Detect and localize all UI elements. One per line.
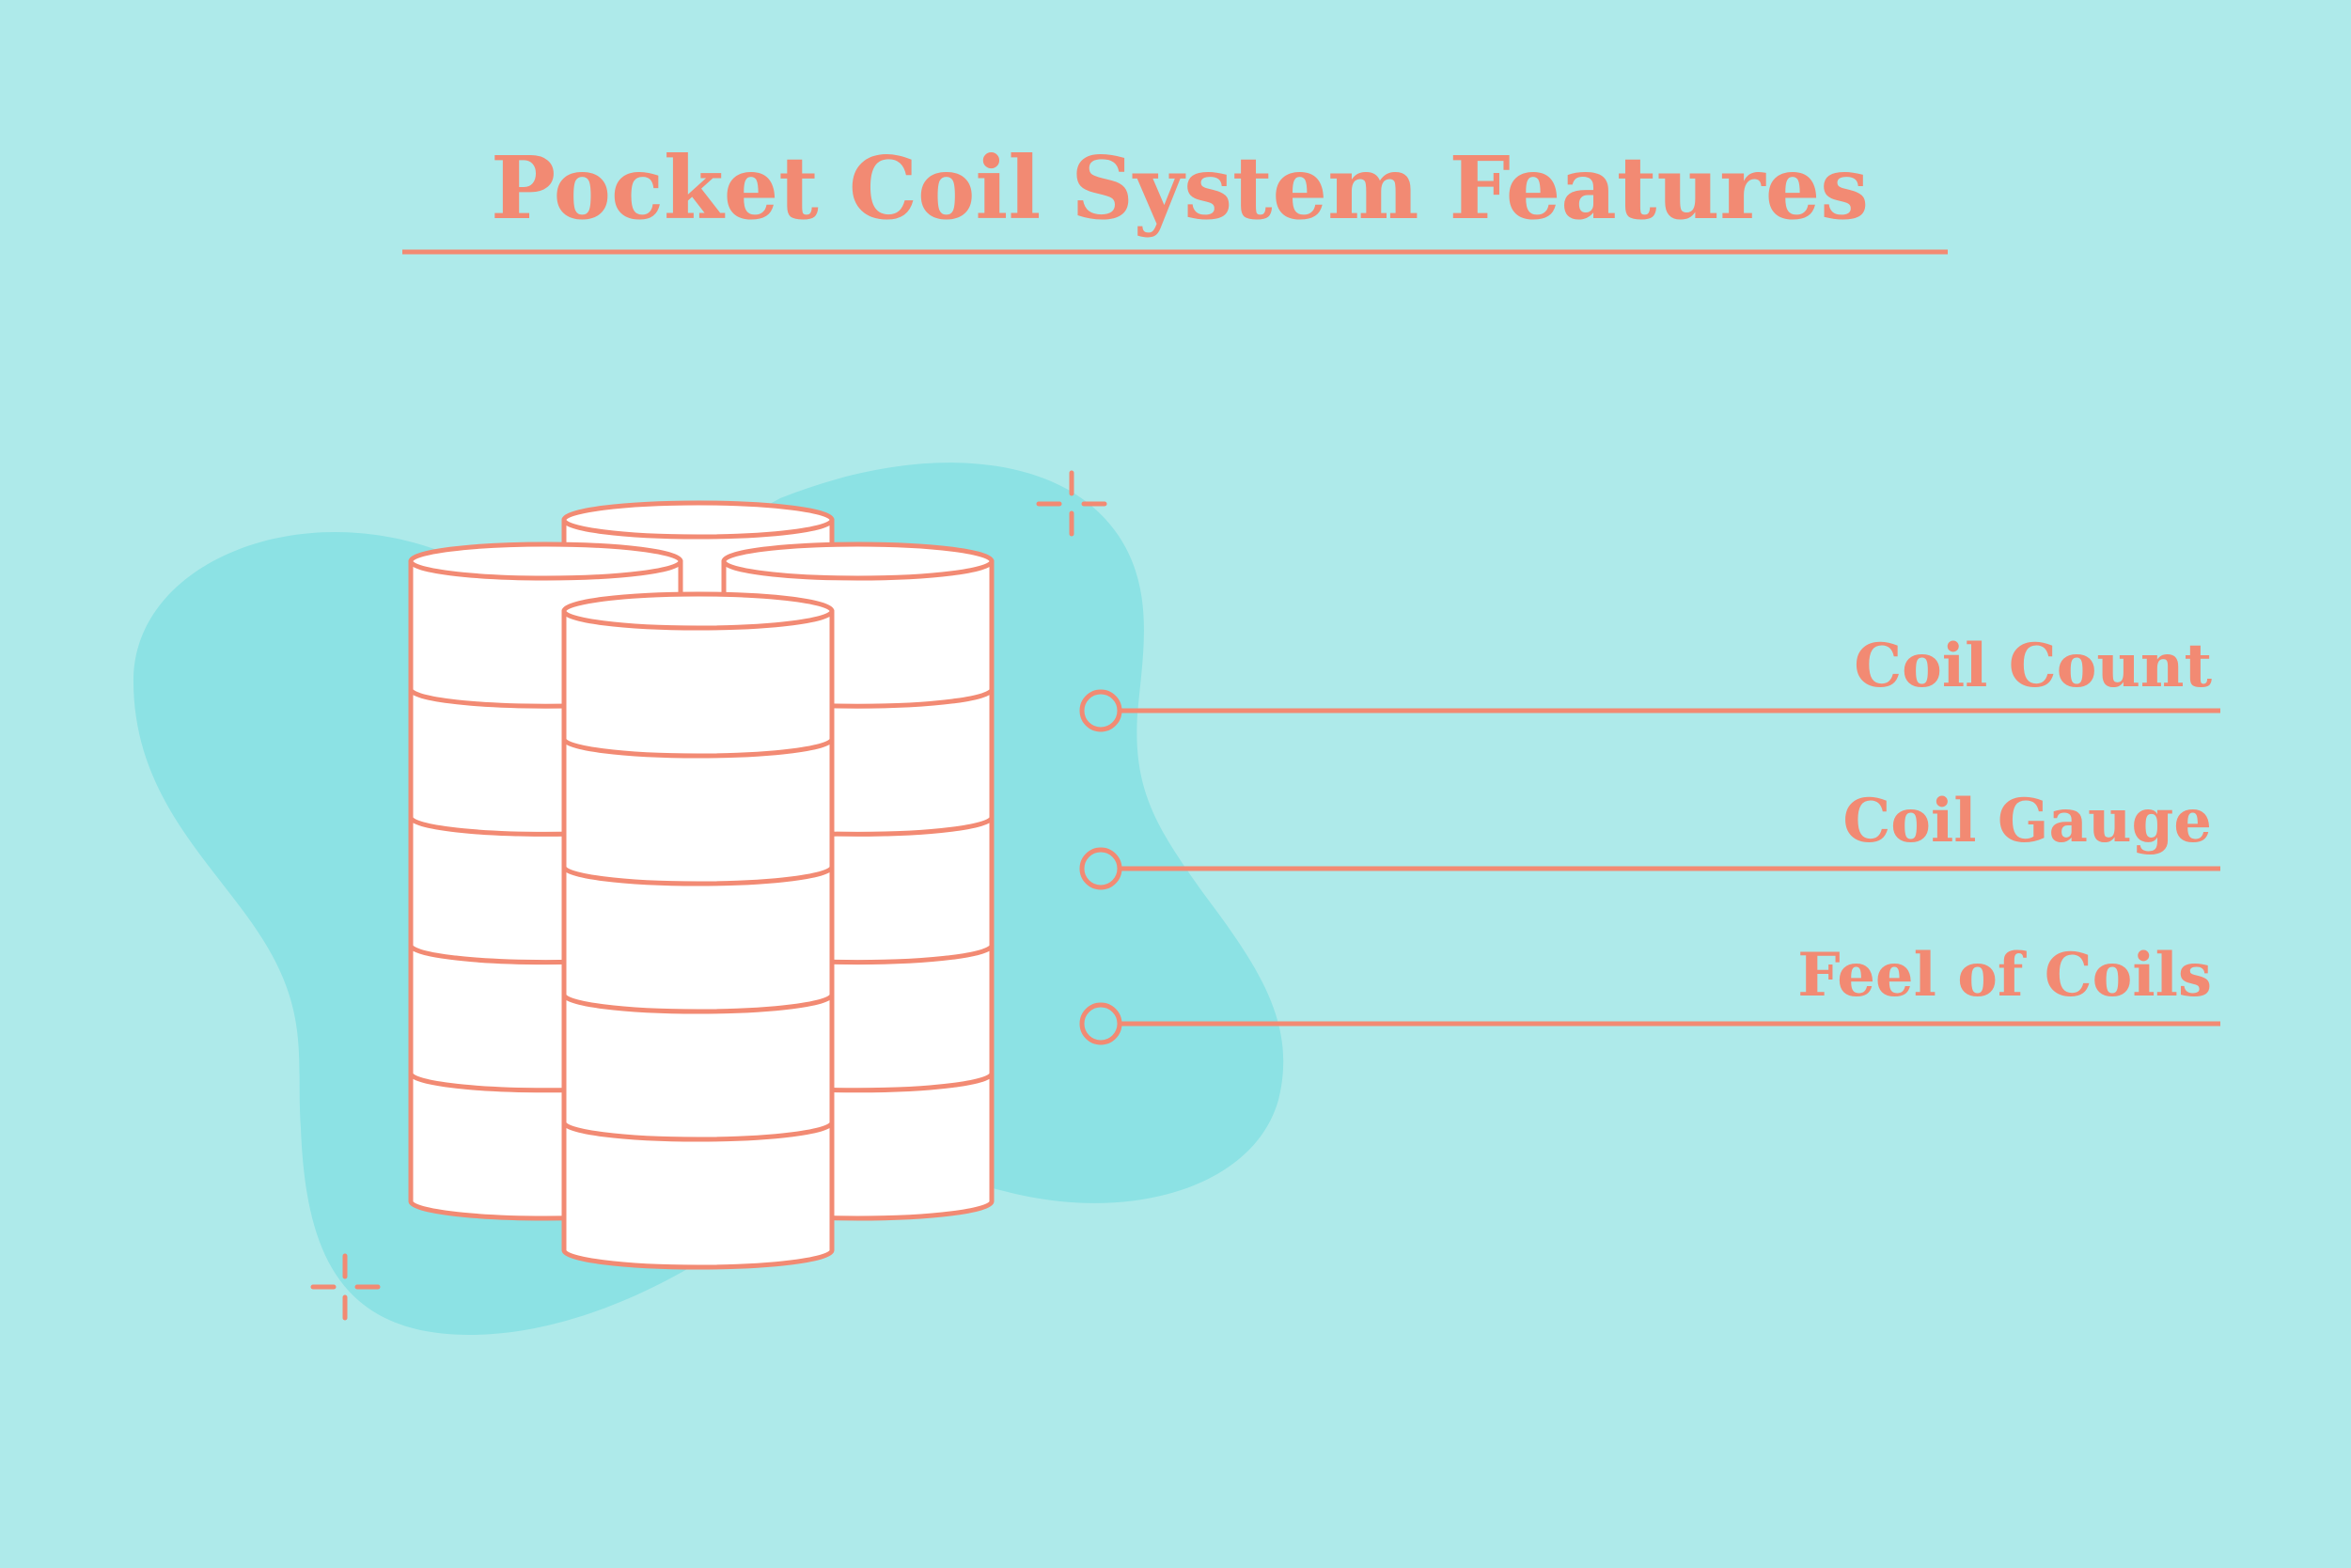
sparkle-icon — [310, 1253, 381, 1321]
feature-item: Coil Count — [1079, 631, 2220, 732]
feature-label: Feel of Coils — [1797, 940, 2212, 1011]
feature-item: Coil Gauge — [1079, 786, 2220, 890]
coil-stack-icon — [408, 500, 995, 1270]
feature-label: Coil Count — [1854, 631, 2212, 701]
sparkle-icon — [1036, 470, 1107, 537]
coil-cylinder — [561, 591, 835, 1270]
feature-label: Coil Gauge — [1842, 786, 2212, 856]
feature-item: Feel of Coils — [1079, 940, 2220, 1045]
page-title: Pocket Coil System Features — [491, 137, 1869, 239]
